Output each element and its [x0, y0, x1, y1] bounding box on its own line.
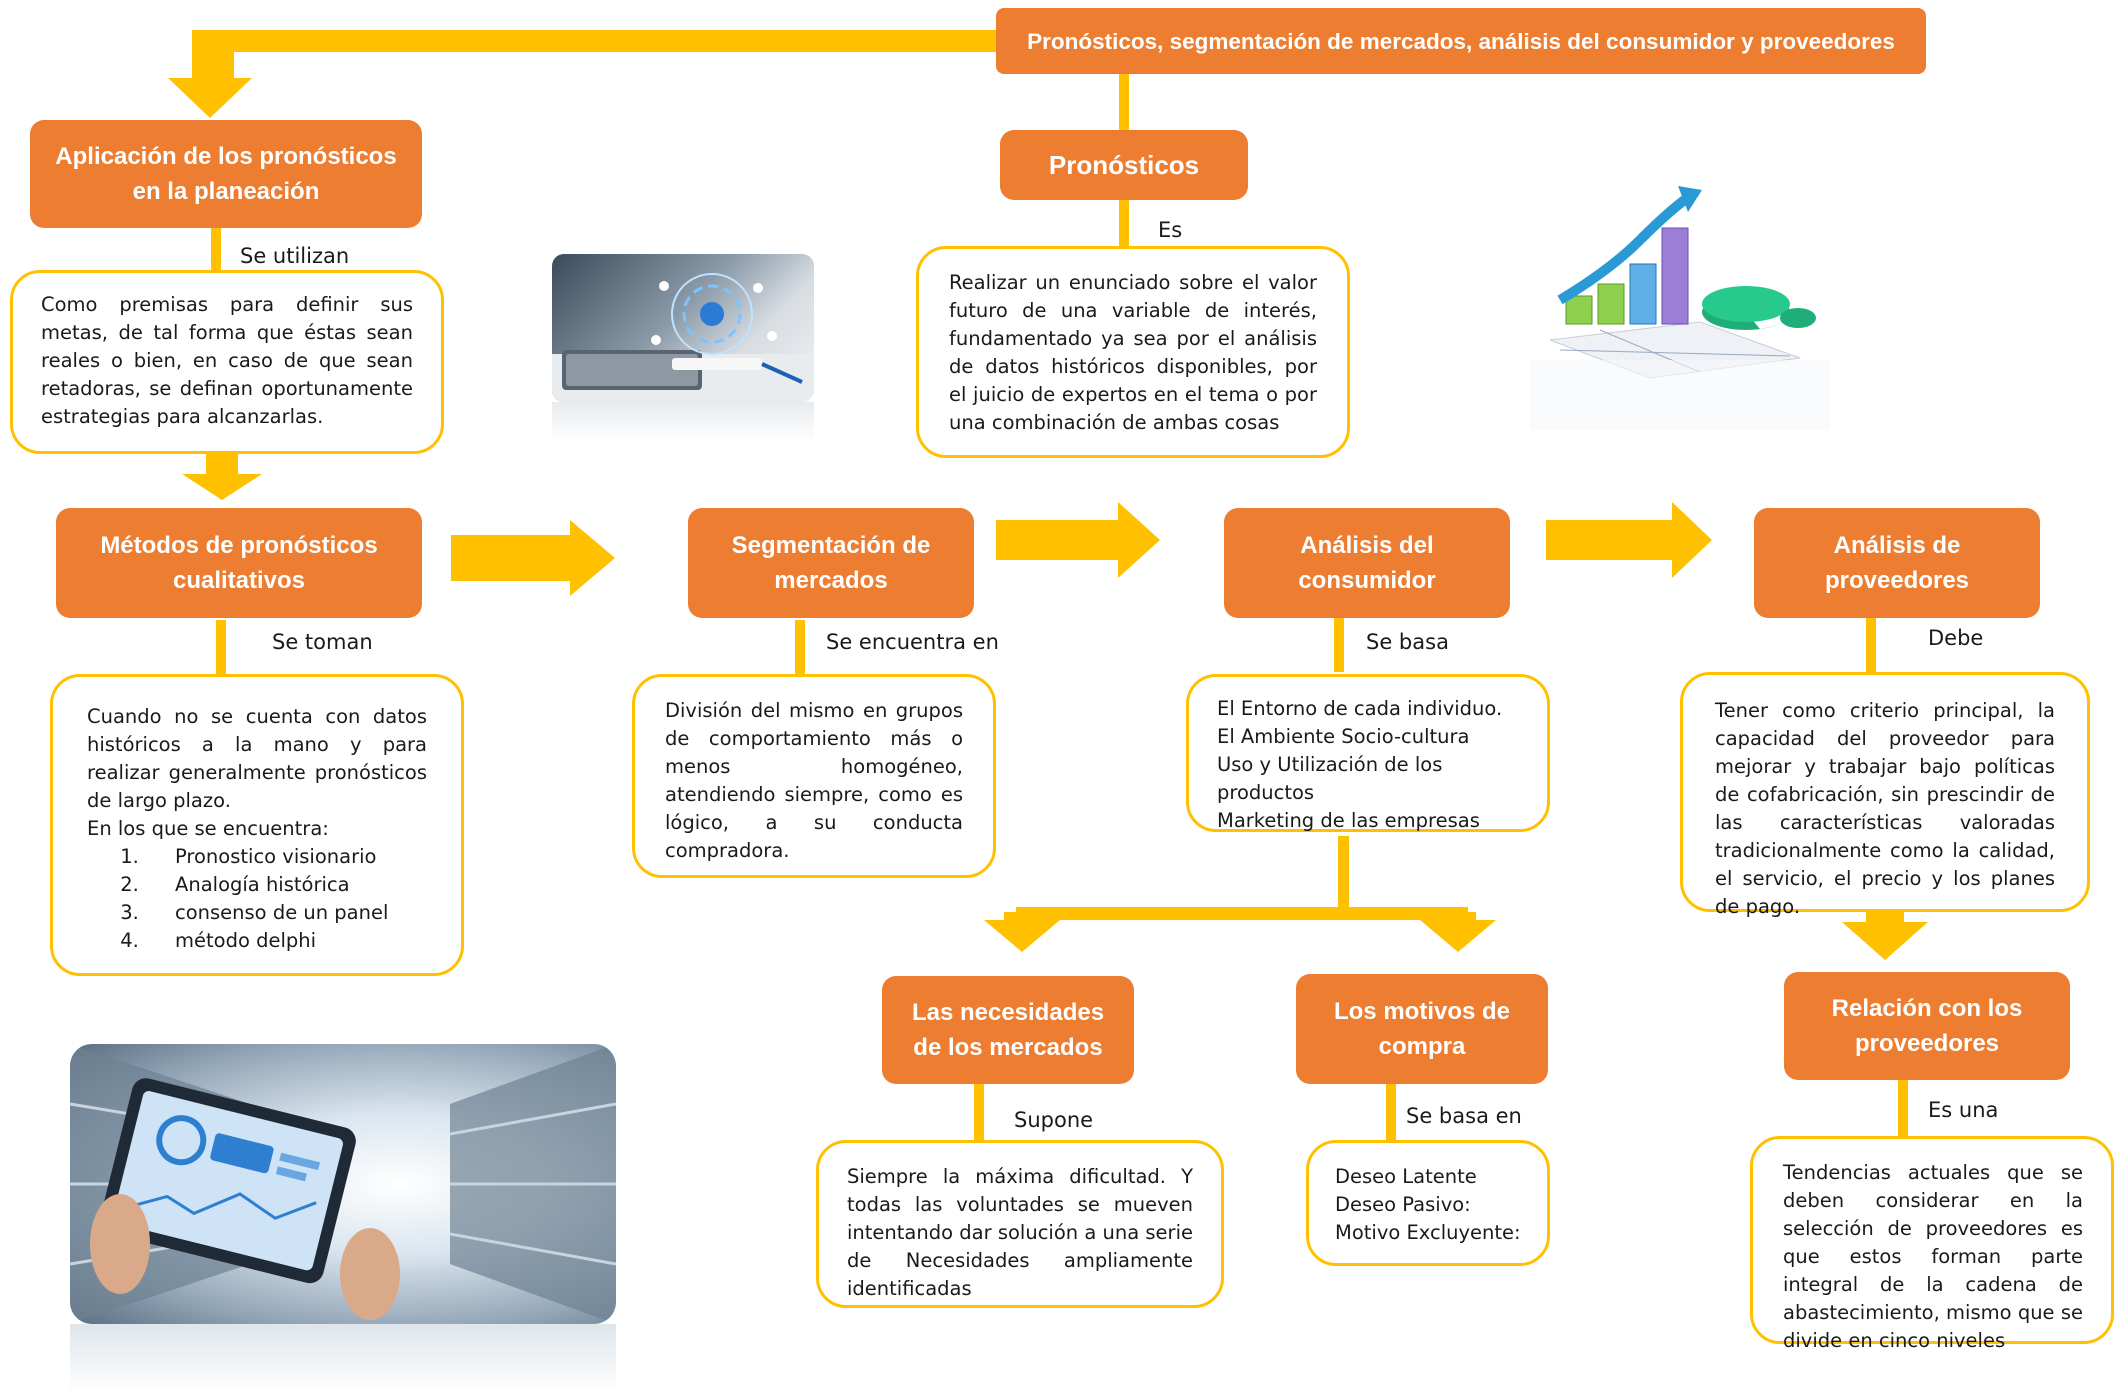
right-arrow-2 — [996, 502, 1160, 578]
motivos-title: Los motivos de compra — [1333, 998, 1511, 1060]
segmentacion-link: Se encuentra en — [826, 630, 999, 654]
metodos-list-item: Analogía histórica — [145, 871, 427, 899]
warehouse-illustration — [70, 1044, 616, 1324]
connector-necesidades-text — [974, 1084, 984, 1140]
right-arrow-3 — [1546, 502, 1712, 578]
metodos-list-item: consenso de un panel — [145, 899, 427, 927]
motivos-box: Los motivos de compra — [1296, 974, 1548, 1084]
connector-motivos-text — [1386, 1084, 1396, 1140]
connector-aplicacion-text — [211, 228, 221, 272]
metodos-link: Se toman — [272, 630, 373, 654]
segmentacion-box: Segmentación de mercados — [688, 508, 974, 618]
metodos-title: Métodos de pronósticos cualitativos — [100, 532, 378, 594]
necesidades-title: Las necesidades de los mercados — [911, 999, 1105, 1061]
right-arrow-1 — [451, 520, 615, 596]
consumidor-text-box: El Entorno de cada individuo. El Ambient… — [1186, 674, 1550, 832]
relacion-text-box: Tendencias actuales que se deben conside… — [1750, 1136, 2114, 1352]
aplicacion-link: Se utilizan — [240, 244, 350, 268]
laptop-analytics-illustration — [552, 273, 814, 402]
down-arrow-metodos — [182, 452, 262, 500]
motivos-line: Motivo Excluyente: — [1335, 1221, 1521, 1244]
down-arrow-motivos — [1420, 912, 1496, 952]
connector-consumidor-text — [1334, 618, 1344, 672]
necesidades-link: Supone — [1014, 1108, 1094, 1132]
down-arrow-necesidades — [984, 912, 1060, 952]
relacion-title: Relación con los proveedores — [1831, 995, 2023, 1057]
metodos-list-item: Pronostico visionario — [145, 843, 427, 871]
pronosticos-title: Pronósticos — [1048, 149, 1200, 180]
main-title-box: Pronósticos, segmentación de mercados, a… — [996, 8, 1926, 74]
proveedores-link: Debe — [1928, 626, 1984, 650]
aplicacion-title: Aplicación de los pronósticos en la plan… — [55, 143, 397, 205]
pronosticos-text-box: Realizar un enunciado sobre el valor fut… — [916, 246, 1350, 458]
consumidor-split-bar — [1016, 907, 1468, 920]
connector-title-pronosticos — [1119, 74, 1129, 130]
proveedores-title: Análisis de proveedores — [1824, 532, 1970, 594]
laptop-analytics-photo — [552, 254, 814, 402]
down-arrow-relacion — [1842, 912, 1928, 960]
aplicacion-box: Aplicación de los pronósticos en la plan… — [30, 120, 422, 228]
warehouse-tablet-photo — [70, 1044, 616, 1324]
pronosticos-text: Realizar un enunciado sobre el valor fut… — [949, 271, 1317, 434]
top-left-arrow — [168, 30, 996, 118]
pronosticos-link: Es — [1158, 218, 1183, 242]
aplicacion-text-box: Como premisas para definir sus metas, de… — [10, 270, 444, 454]
motivos-link: Se basa en — [1406, 1104, 1522, 1128]
laptop-photo-reflection — [552, 402, 814, 442]
consumidor-line: El Ambiente Socio-cultura — [1217, 725, 1470, 748]
metodos-subtext: En los que se encuentra: — [87, 817, 329, 840]
aplicacion-text: Como premisas para definir sus metas, de… — [41, 293, 413, 428]
connector-metodos-text — [216, 620, 226, 676]
proveedores-box: Análisis de proveedores — [1754, 508, 2040, 618]
motivos-line: Deseo Latente — [1335, 1165, 1477, 1188]
consumidor-split-stem — [1338, 836, 1349, 916]
metodos-text: Cuando no se cuenta con datos históricos… — [87, 705, 427, 812]
consumidor-title: Análisis del consumidor — [1298, 532, 1436, 594]
necesidades-text: Siempre la máxima dificultad. Y todas la… — [847, 1165, 1193, 1300]
necesidades-box: Las necesidades de los mercados — [882, 976, 1134, 1084]
consumidor-link: Se basa — [1366, 630, 1449, 654]
connector-pronosticos-text — [1119, 200, 1129, 246]
connector-relacion-text — [1898, 1080, 1908, 1138]
consumidor-box: Análisis del consumidor — [1224, 508, 1510, 618]
relacion-link: Es una — [1928, 1098, 1999, 1122]
segmentacion-title: Segmentación de mercados — [731, 532, 931, 594]
relacion-box: Relación con los proveedores — [1784, 972, 2070, 1080]
proveedores-text: Tener como criterio principal, la capaci… — [1715, 699, 2055, 918]
segmentacion-text-box: División del mismo en grupos de comporta… — [632, 674, 996, 878]
motivos-line: Deseo Pasivo: — [1335, 1193, 1471, 1216]
connector-proveedores-text — [1866, 616, 1876, 672]
consumidor-line: Marketing de las empresas — [1217, 809, 1480, 832]
metodos-list: Pronostico visionario Analogía histórica… — [87, 843, 427, 955]
necesidades-text-box: Siempre la máxima dificultad. Y todas la… — [816, 1140, 1224, 1308]
metodos-box: Métodos de pronósticos cualitativos — [56, 508, 422, 618]
proveedores-text-box: Tener como criterio principal, la capaci… — [1680, 672, 2090, 918]
connector-segmentacion-text — [795, 620, 805, 674]
consumidor-line: Uso y Utilización de los productos — [1217, 753, 1443, 804]
metodos-list-item: método delphi — [145, 927, 427, 955]
relacion-text: Tendencias actuales que se deben conside… — [1783, 1161, 2083, 1352]
main-title: Pronósticos, segmentación de mercados, a… — [1027, 28, 1895, 54]
warehouse-photo-reflection — [70, 1324, 616, 1394]
metodos-text-box: Cuando no se cuenta con datos históricos… — [50, 674, 464, 976]
segmentacion-text: División del mismo en grupos de comporta… — [665, 699, 963, 862]
consumidor-line: El Entorno de cada individuo. — [1217, 697, 1503, 720]
motivos-text-box: Deseo Latente Deseo Pasivo: Motivo Exclu… — [1306, 1140, 1550, 1266]
pronosticos-box: Pronósticos — [1000, 130, 1248, 200]
